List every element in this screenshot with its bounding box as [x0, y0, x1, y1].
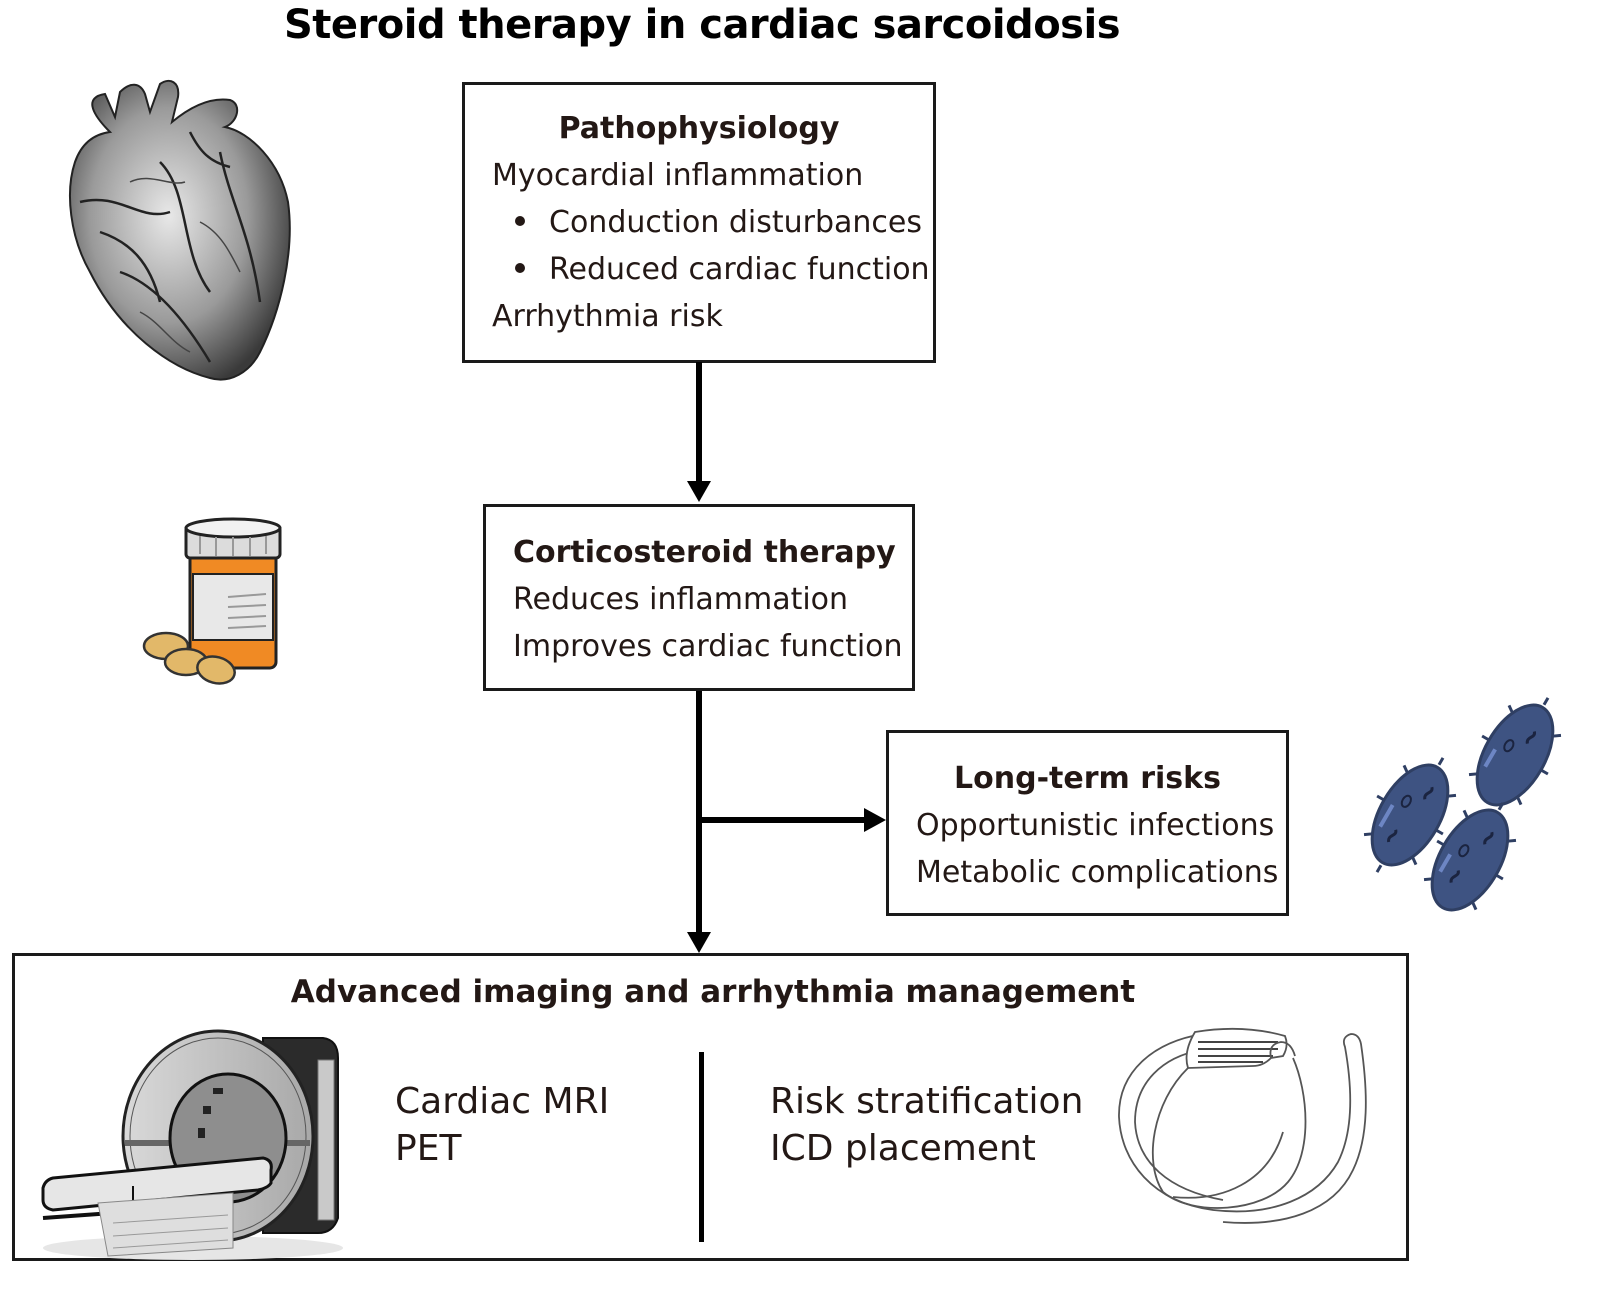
long-term-risks-heading: Long-term risks: [954, 761, 1221, 796]
icd-device-icon: [1118, 1027, 1367, 1224]
corticosteroid-line: Reduces inflammation: [513, 582, 849, 617]
pathophysiology-bullet: Conduction disturbances: [465, 199, 933, 246]
imaging-item: Cardiac MRI: [395, 1081, 610, 1122]
pill-bottle-icon: [142, 517, 282, 685]
bullet-text: Conduction disturbances: [549, 205, 923, 240]
pathophysiology-line: Myocardial inflammation: [492, 158, 864, 193]
bacteria-icon: [1363, 697, 1562, 912]
pathophysiology-box: Pathophysiology Myocardial inflammation …: [462, 82, 936, 363]
corticosteroid-box: Corticosteroid therapy Reduces inflammat…: [483, 504, 915, 691]
anatomical-heart-icon: [69, 79, 291, 381]
long-term-risks-line: Metabolic complications: [916, 855, 1279, 890]
imaging-item: PET: [395, 1128, 462, 1169]
pathophysiology-line: Arrhythmia risk: [492, 299, 723, 334]
management-box: Advanced imaging and arrhythmia manageme…: [12, 953, 1409, 1261]
long-term-risks-line: Opportunistic infections: [916, 808, 1275, 843]
arrhythmia-list: Risk stratification ICD placement: [770, 1078, 1083, 1172]
arrowhead-right-icon: [864, 808, 886, 832]
imaging-list: Cardiac MRI PET: [395, 1078, 609, 1172]
bullet-text: Reduced cardiac function: [549, 252, 930, 287]
section-divider: [699, 1052, 704, 1242]
pathophysiology-bullet: Reduced cardiac function: [465, 246, 933, 293]
arrowhead-down-icon: [687, 481, 711, 502]
arrowhead-down-icon: [687, 932, 711, 953]
corticosteroid-heading: Corticosteroid therapy: [513, 535, 896, 570]
corticosteroid-line: Improves cardiac function: [513, 629, 903, 664]
bullet-icon: [515, 262, 525, 273]
long-term-risks-box: Long-term risks Opportunistic infections…: [886, 730, 1289, 916]
arrhythmia-item: ICD placement: [770, 1128, 1036, 1169]
mri-scanner-icon: [41, 1029, 343, 1260]
pathophysiology-heading: Pathophysiology: [558, 111, 840, 146]
bullet-icon: [515, 215, 525, 226]
management-heading: Advanced imaging and arrhythmia manageme…: [290, 974, 1136, 1010]
arrhythmia-item: Risk stratification: [770, 1081, 1084, 1122]
diagram-title: Steroid therapy in cardiac sarcoidosis: [284, 2, 1121, 48]
